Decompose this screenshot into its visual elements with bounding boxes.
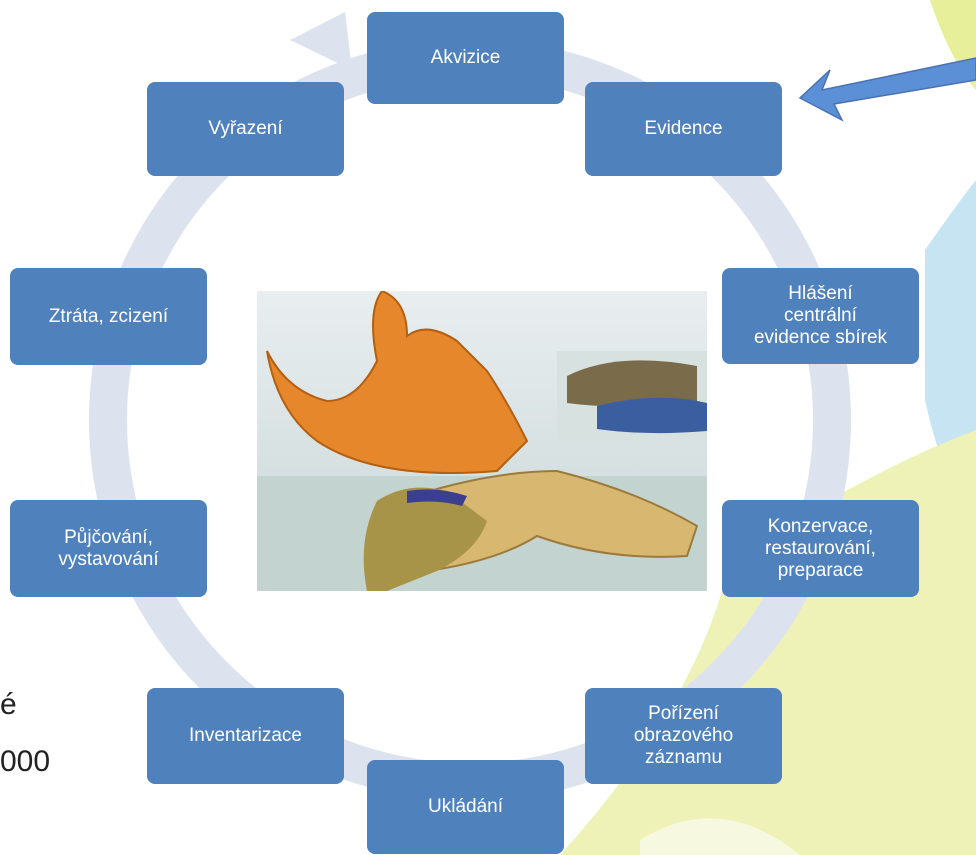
node-label: Hlášení centrální evidence sbírek [753, 283, 888, 348]
shoe-small-2 [597, 397, 707, 434]
node-label: Vyřazení [208, 118, 283, 139]
text-fragment-2: 000 [0, 745, 51, 778]
node-label: Pořízení obrazového záznamu [633, 703, 734, 768]
shoe-ribbon [407, 489, 467, 506]
bg-shape-light [640, 818, 800, 855]
node-vyrazeni: Vyřazení [147, 82, 344, 176]
node-label: Akvizice [430, 47, 501, 68]
bg-shape-yellow-edge [930, 640, 976, 855]
node-konzervace: Konzervace, restaurování, preparace [722, 500, 919, 597]
node-hlaseni: Hlášení centrální evidence sbírek [722, 268, 919, 364]
node-ztrata: Ztráta, zcizení [10, 268, 207, 365]
node-akvizice: Akvizice [367, 12, 564, 104]
text-fragment-1: é [0, 688, 17, 721]
node-porizeni: Pořízení obrazového záznamu [585, 688, 782, 784]
node-inventarizace: Inventarizace [147, 688, 344, 784]
shoe-woven [395, 469, 699, 573]
node-label: Půjčování, vystavování [58, 526, 159, 570]
node-pujcovani: Půjčování, vystavování [10, 500, 207, 597]
node-evidence: Evidence [585, 82, 782, 176]
node-label: Evidence [644, 118, 723, 139]
shoe-small-1 [567, 360, 697, 407]
ring-arrowhead [290, 12, 352, 70]
shoe-orange [266, 291, 529, 474]
node-label: Ukládání [428, 796, 503, 817]
shoe-olive [363, 487, 487, 591]
center-photo [257, 291, 707, 591]
node-label: Konzervace, restaurování, preparace [765, 515, 876, 581]
node-label: Ztráta, zcizení [48, 305, 169, 327]
arrow-icon [798, 57, 976, 122]
node-ukladani: Ukládání [367, 760, 564, 854]
node-label: Inventarizace [188, 725, 302, 746]
